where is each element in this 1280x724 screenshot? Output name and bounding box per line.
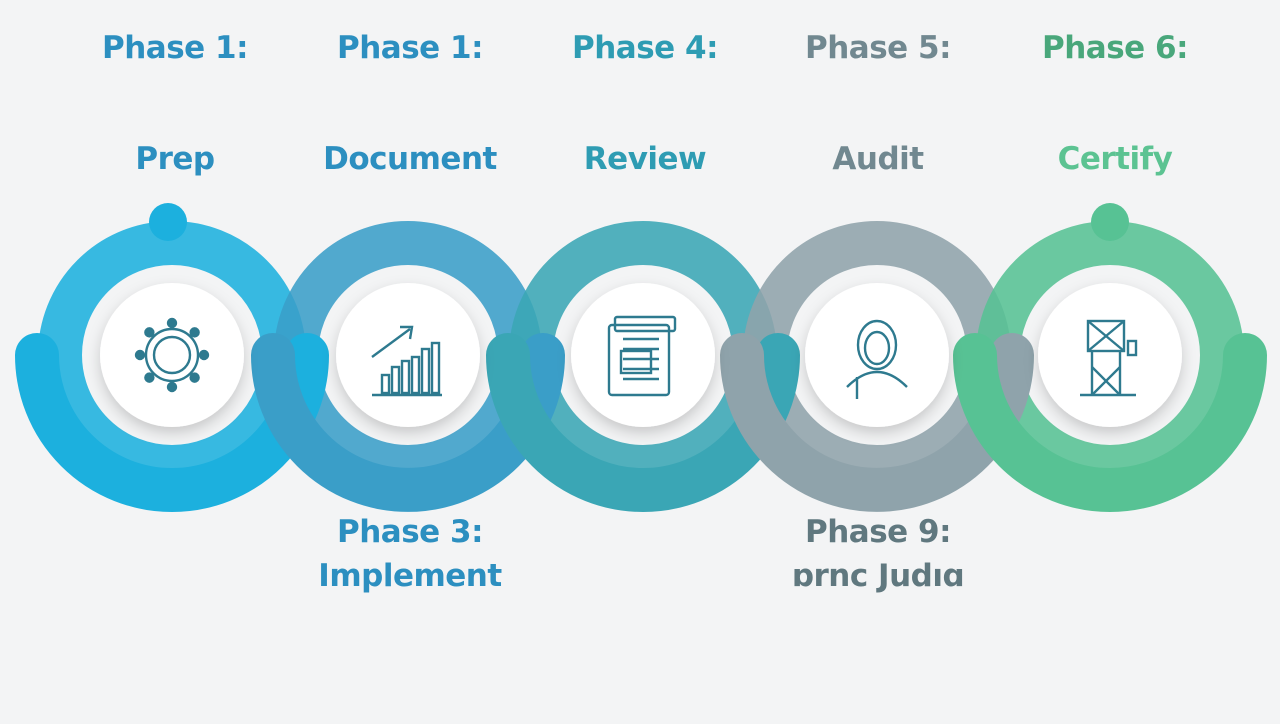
- bottom-label-2-phase: Phase 9:: [805, 514, 951, 550]
- tower-icon: [1080, 319, 1138, 397]
- stage-5-lower-arc: [953, 333, 1267, 512]
- stage-5-phase-label: Phase 6:: [1042, 30, 1188, 66]
- stage-3-disk: [571, 283, 715, 427]
- document-icon: [607, 315, 677, 397]
- end-dot: [1091, 203, 1129, 241]
- stage-2-phase-label: Phase 1:: [337, 30, 483, 66]
- stage-4-phase-label: Phase 5:: [805, 30, 951, 66]
- start-dot: [149, 203, 187, 241]
- bottom-label-1-name: Implement: [318, 558, 502, 594]
- stage-5-disk: [1038, 283, 1182, 427]
- growth-chart-icon: [371, 325, 442, 397]
- stage-1-disk: [100, 283, 244, 427]
- gear-icon: [134, 317, 210, 393]
- person-icon: [846, 319, 908, 399]
- stage-2-name: Document: [323, 141, 497, 177]
- stage-4-disk: [805, 283, 949, 427]
- stage-3-phase-label: Phase 4:: [572, 30, 718, 66]
- bottom-label-1-phase: Phase 3:: [337, 514, 483, 550]
- bottom-label-2-name: ɒrnc Judıɑ: [791, 558, 965, 594]
- stage-4-name: Audit: [832, 141, 924, 177]
- stage-5-name: Certify: [1057, 141, 1173, 177]
- stage-3-name: Review: [583, 141, 707, 177]
- stage-1-name: Prep: [135, 141, 215, 177]
- stage-2-disk: [336, 283, 480, 427]
- stage-1-phase-label: Phase 1:: [102, 30, 248, 66]
